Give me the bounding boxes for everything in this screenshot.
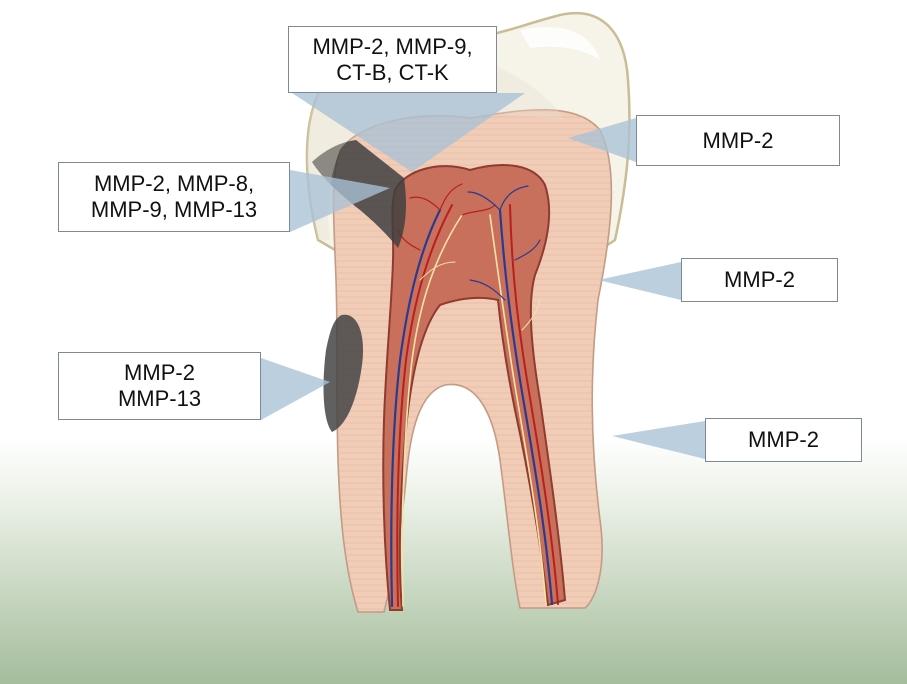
label-right-3: MMP-2: [705, 418, 862, 462]
label-right-1-text: MMP-2: [703, 128, 774, 154]
label-top-line-2: CT-B, CT-K: [336, 60, 448, 86]
label-left-upper-line-1: MMP-2, MMP-8,: [94, 171, 254, 197]
label-top: MMP-2, MMP-9, CT-B, CT-K: [288, 26, 497, 93]
label-right-1: MMP-2: [636, 115, 840, 166]
label-right-2: MMP-2: [681, 258, 838, 302]
label-left-lower: MMP-2 MMP-13: [58, 352, 261, 420]
label-right-2-text: MMP-2: [724, 267, 795, 293]
label-right-3-text: MMP-2: [748, 427, 819, 453]
label-left-upper: MMP-2, MMP-8, MMP-9, MMP-13: [58, 162, 290, 232]
label-left-upper-line-2: MMP-9, MMP-13: [91, 197, 257, 223]
label-left-lower-line-2: MMP-13: [118, 386, 201, 412]
label-left-lower-line-1: MMP-2: [124, 360, 195, 386]
label-top-line-1: MMP-2, MMP-9,: [312, 34, 472, 60]
